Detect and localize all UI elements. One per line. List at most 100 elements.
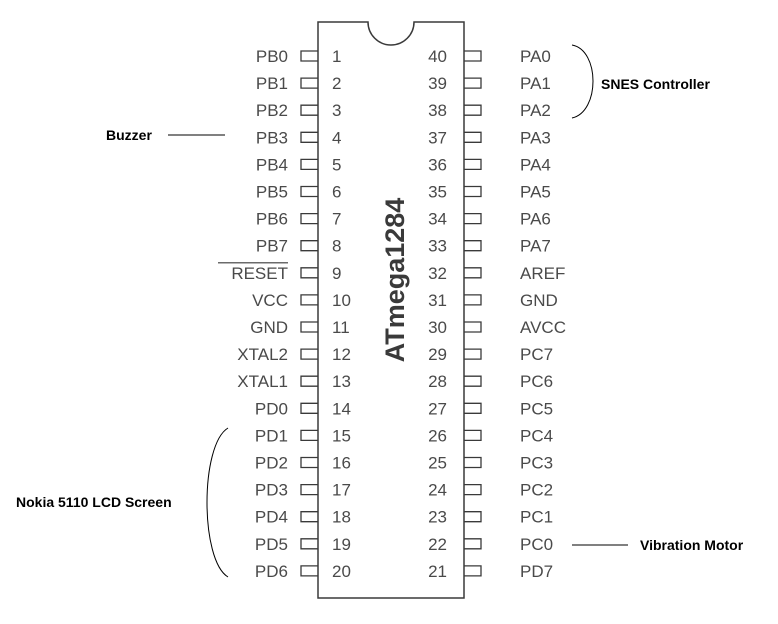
pin-stub [464,267,482,279]
pin-number: 6 [332,183,341,202]
pin-label: PD7 [520,562,553,581]
pin-label: PB2 [256,101,288,120]
pin-stub [300,104,318,116]
pin-stub [300,375,318,387]
pin-label: PC5 [520,399,553,418]
pin-label: GND [250,318,288,337]
pin-stub [464,131,482,143]
chip-name: ATmega1284 [380,198,410,363]
pin-7: PB6 7 [256,210,342,229]
vibration-label: Vibration Motor [640,537,744,553]
pin-label: PB3 [256,128,288,147]
pin-number: 24 [428,481,447,500]
pin-stub [464,294,482,306]
pin-label: PB5 [256,183,288,202]
pin-number: 34 [428,210,447,229]
pin-label: AVCC [520,318,566,337]
pin-label: PC0 [520,535,553,554]
pin-stub [464,240,482,252]
pin-number: 40 [428,47,447,66]
pin-number: 20 [332,562,351,581]
pin-label: PB7 [256,237,288,256]
pin-5: PB4 5 [256,155,342,174]
snes-label: SNES Controller [601,76,710,92]
pin-label: PD3 [255,481,288,500]
pin-number: 11 [332,318,350,337]
pin-number: 2 [332,74,341,93]
pin-number: 36 [428,155,447,174]
vibration-annotation: Vibration Motor [572,537,744,553]
pin-label: PB0 [256,47,288,66]
pin-stub [464,321,482,333]
pin-label: PB1 [256,74,288,93]
pin-stub [464,348,482,360]
pin-stub [300,131,318,143]
pin-number: 31 [428,291,447,310]
pin-32: 32 AREF [428,264,565,283]
pin-number: 7 [332,210,341,229]
pin-stub [300,240,318,252]
pin-label: PA7 [520,237,551,256]
pin-label: PD1 [255,426,288,445]
pin-stub [300,429,318,442]
pin-label: XTAL2 [237,345,288,364]
pin-stub [464,104,482,116]
snes-annotation: SNES Controller [571,44,710,119]
pin-36: 36 PA4 [428,155,551,174]
pin-label: PC1 [520,508,553,527]
pin-label: PA1 [520,74,551,93]
pin-stub [300,456,318,469]
pin-number: 21 [428,562,447,581]
pin-number: 19 [332,535,351,554]
pin-label: PA2 [520,101,551,120]
pin-number: 9 [332,264,341,283]
pin-6: PB5 6 [256,183,342,202]
pin-number: 32 [428,264,447,283]
pin-number: 26 [428,426,447,445]
pin-number: 38 [428,101,447,120]
pin-number: 5 [332,155,341,174]
pin-number: 8 [332,237,341,256]
pin-stub [464,185,482,198]
pin-stub [464,158,482,171]
pin-stub [300,212,318,225]
pin-stub [300,294,318,306]
pin-label: PC6 [520,372,553,391]
pin-label: AREF [520,264,565,283]
pin-stub [464,538,482,550]
pin-stub [464,483,482,496]
pin-label: PA3 [520,128,551,147]
pin-label: GND [520,291,558,310]
pin-label: PA4 [520,155,551,174]
pin-label: PB6 [256,210,288,229]
pin-2: PB1 2 [256,74,342,93]
pin-number: 17 [332,481,351,500]
pin-21: 21 PD7 [428,562,553,581]
pin-stub [300,348,318,360]
pin-label: PB4 [256,155,288,174]
pin-stub [300,538,318,550]
pin-number: 1 [332,47,341,66]
pin-number: 14 [332,399,351,418]
buzzer-annotation: Buzzer [106,127,225,143]
pin-stub [300,77,318,89]
